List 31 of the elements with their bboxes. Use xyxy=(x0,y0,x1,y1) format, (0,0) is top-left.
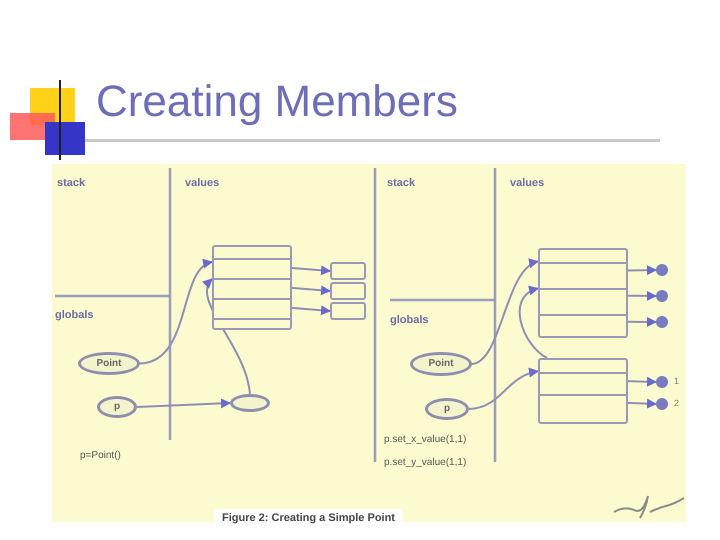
pointer-arrow xyxy=(628,290,657,301)
code-line: p=Point() xyxy=(80,449,121,462)
slide-title: Creating Members xyxy=(96,78,458,126)
pointer-arrow xyxy=(292,265,331,276)
value-label: 1 xyxy=(674,376,680,387)
pointer-arrow xyxy=(136,398,231,408)
section-heading: stack xyxy=(387,177,416,190)
pointer-arrow xyxy=(292,285,331,296)
code-line: p.set_y_value(1,1) xyxy=(384,456,466,469)
value-box xyxy=(330,262,366,280)
object-box xyxy=(212,245,292,330)
section-heading: globals xyxy=(390,314,429,327)
pointer-arrow xyxy=(628,265,657,276)
pointer-arrow xyxy=(140,260,213,364)
section-heading: globals xyxy=(55,309,94,322)
pointer-arrow xyxy=(292,305,331,316)
value-label: 2 xyxy=(674,398,680,409)
section-heading: stack xyxy=(57,177,86,190)
pointer-arrow xyxy=(628,316,657,327)
pointer-arrow xyxy=(518,286,548,359)
object-box xyxy=(538,248,628,338)
pointer-arrow xyxy=(628,398,657,409)
pointer-arrow xyxy=(468,368,539,410)
pointer-arrow xyxy=(472,260,539,365)
pointer-arrow xyxy=(628,376,657,387)
object-box xyxy=(538,358,628,424)
section-heading: values xyxy=(185,177,220,190)
value-box xyxy=(330,302,366,320)
code-line: p.set_x_value(1,1) xyxy=(384,433,466,446)
value-box xyxy=(330,282,366,300)
section-heading: values xyxy=(510,177,544,190)
